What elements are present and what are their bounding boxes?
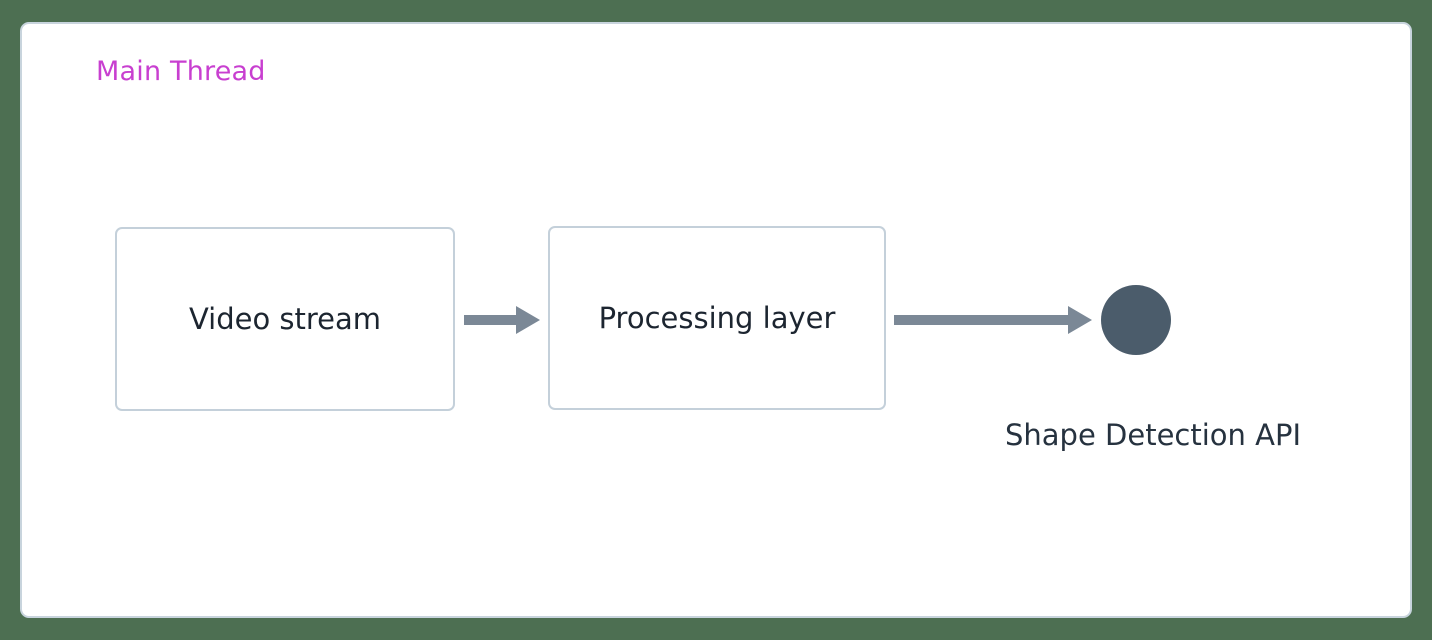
node-shape-detection-api-label: Shape Detection API	[1005, 418, 1302, 452]
arrow-video-stream-to-processing-layer-icon	[462, 300, 542, 340]
node-video-stream[interactable]: Video stream	[115, 227, 455, 411]
arrow-processing-layer-to-shape-detection-api-icon	[892, 300, 1094, 340]
node-video-stream-label: Video stream	[188, 302, 382, 336]
node-processing-layer[interactable]: Processing layer	[548, 226, 886, 410]
node-shape-detection-api[interactable]	[1101, 285, 1171, 355]
lane-title-main-thread: Main Thread	[96, 56, 266, 87]
node-processing-layer-label: Processing layer	[598, 301, 836, 335]
